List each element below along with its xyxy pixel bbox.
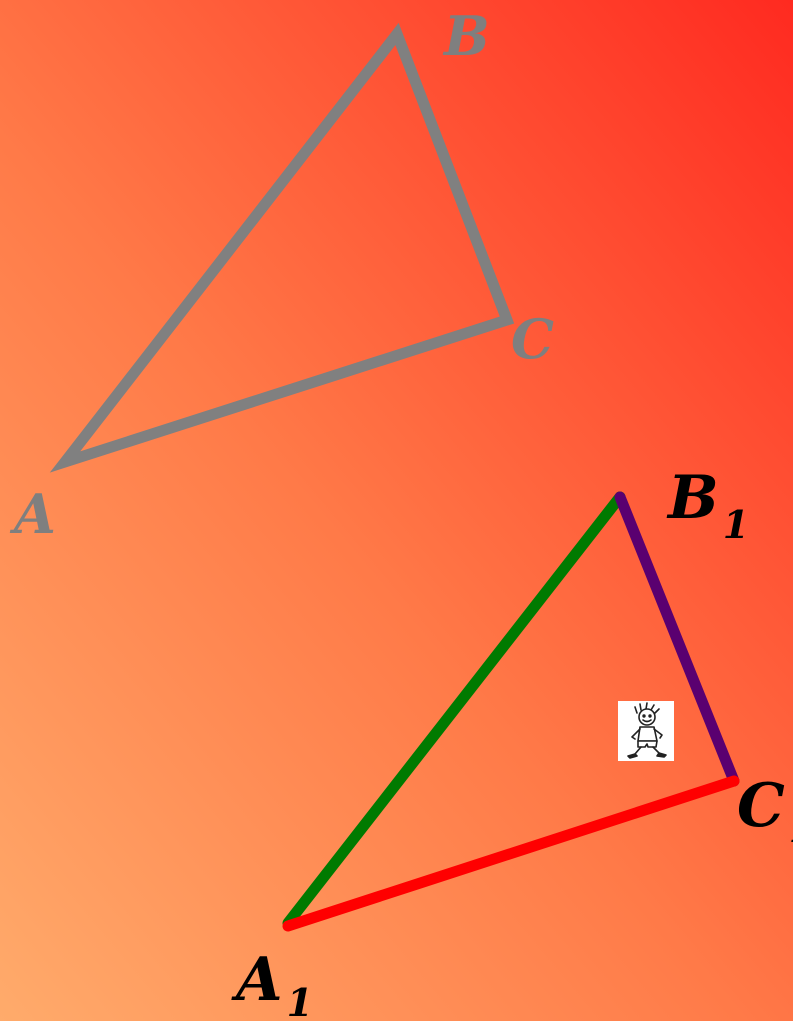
side-c1a1 bbox=[282, 775, 740, 932]
triangle-abc bbox=[49, 22, 515, 473]
vertex-label-c1-letter: C bbox=[737, 771, 785, 841]
vertex-label-b: B bbox=[442, 4, 490, 68]
side-a1b1 bbox=[282, 491, 626, 929]
vertex-label-b1-subscript: 1 bbox=[723, 502, 749, 547]
vertex-label-a: A bbox=[9, 482, 56, 546]
walking-boy-icon bbox=[618, 701, 674, 761]
triangle-a1b1c1 bbox=[282, 491, 740, 932]
vertex-label-a1-subscript: 1 bbox=[287, 980, 313, 1021]
vertex-label-c1-subscript: 1 bbox=[789, 806, 793, 851]
vertex-label-b1-letter: B bbox=[666, 463, 719, 533]
side-b1c1 bbox=[614, 491, 740, 787]
vertex-label-c1: C1 bbox=[737, 771, 793, 851]
vertex-label-a1-letter: A bbox=[231, 945, 283, 1015]
triangle-abc-outline bbox=[49, 22, 515, 473]
vertex-label-c: C bbox=[511, 307, 554, 371]
